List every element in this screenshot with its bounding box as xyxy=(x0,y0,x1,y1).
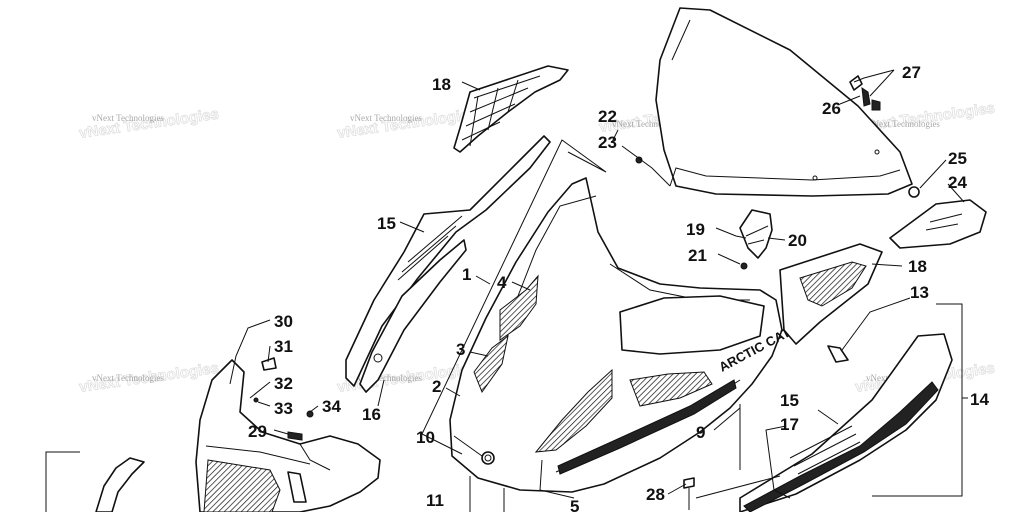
windshield xyxy=(655,7,913,197)
watermark: vNext Technologies xyxy=(868,119,940,129)
callout-5: 5 xyxy=(570,497,579,512)
callout-18-side: 18 xyxy=(908,257,927,276)
callout-3: 3 xyxy=(456,340,465,359)
callout-22: 22 xyxy=(598,107,617,126)
callout-20: 20 xyxy=(788,231,807,250)
callout-25: 25 xyxy=(948,149,967,168)
part-28-bolt xyxy=(683,477,695,510)
watermark-ghost: vNext Technologies xyxy=(78,106,220,142)
callout-31: 31 xyxy=(274,337,293,356)
part-1-hood: ARCTIC CAT xyxy=(449,177,793,493)
part-24-mirror xyxy=(889,186,987,249)
watermark: vNext Technologies xyxy=(350,113,422,123)
callout-2: 2 xyxy=(432,377,441,396)
callout-18-top: 18 xyxy=(432,75,451,94)
watermark-ghost: vNext Technologies xyxy=(336,106,478,142)
callout-9: 9 xyxy=(696,423,705,442)
callout-27: 27 xyxy=(902,63,921,82)
callout-11: 11 xyxy=(426,491,444,510)
callout-33: 33 xyxy=(274,399,293,418)
callout-15-left: 15 xyxy=(377,214,396,233)
watermark: vNext Technologies xyxy=(92,373,164,383)
callout-16: 16 xyxy=(362,405,381,424)
callout-32: 32 xyxy=(274,374,293,393)
callout-28: 28 xyxy=(646,485,665,504)
watermark: vNext Technologies xyxy=(612,119,684,129)
watermark: vNext Technologies xyxy=(350,373,422,383)
part-19-20-bracket xyxy=(739,209,773,270)
part-tube xyxy=(95,457,145,512)
callout-30: 30 xyxy=(274,312,293,331)
callout-10: 10 xyxy=(416,428,435,447)
callout-23: 23 xyxy=(598,133,617,152)
part-18-side-vent xyxy=(779,243,883,345)
callout-14: 14 xyxy=(970,390,989,409)
callout-29: 29 xyxy=(248,422,267,441)
callout-1: 1 xyxy=(462,265,471,284)
callout-15-right: 15 xyxy=(780,391,799,410)
callout-21: 21 xyxy=(688,246,707,265)
part-14-side-panel xyxy=(695,333,953,512)
leader-lines xyxy=(45,69,968,512)
callout-24: 24 xyxy=(948,173,967,192)
callout-13: 13 xyxy=(910,283,929,302)
part-18-upper-vent xyxy=(453,65,569,153)
callout-19: 19 xyxy=(686,220,705,239)
part-15-side-panel xyxy=(345,135,551,393)
front-bumper xyxy=(195,357,381,512)
callout-26: 26 xyxy=(822,99,841,118)
callout-34: 34 xyxy=(322,397,341,416)
callouts: 18 15 1 4 3 2 16 10 11 5 9 22 23 27 26 2… xyxy=(248,63,989,512)
callout-17: 17 xyxy=(780,415,799,434)
callout-4: 4 xyxy=(497,273,507,292)
watermark: vNext Technologies xyxy=(92,113,164,123)
